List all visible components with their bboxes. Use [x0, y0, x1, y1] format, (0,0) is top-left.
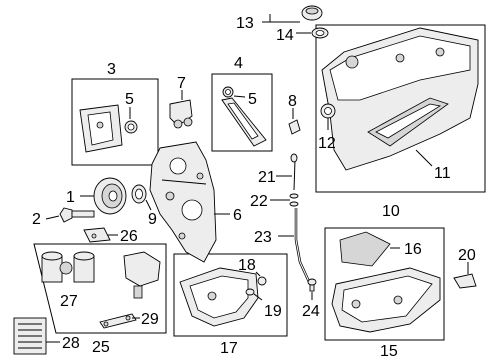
callout-2: 2	[32, 211, 41, 228]
gasket-19-part[interactable]	[245, 288, 255, 296]
oil-cap-part[interactable]	[301, 5, 323, 21]
callout-19: 19	[264, 303, 282, 320]
box-group-10	[315, 24, 486, 193]
callout-27: 27	[60, 293, 78, 310]
callout-4: 4	[234, 55, 243, 72]
callout-23: 23	[254, 229, 272, 246]
tensioner-part[interactable]	[169, 99, 193, 129]
upper-oil-pan-part[interactable]	[331, 267, 441, 333]
callout-1: 1	[66, 189, 75, 206]
plate-26-part[interactable]	[83, 227, 111, 243]
callout-22: 22	[250, 193, 268, 210]
box-group-15	[324, 227, 445, 341]
oil-seal-12-part[interactable]	[320, 103, 336, 119]
callout-20: 20	[458, 247, 476, 264]
box-group-3	[71, 78, 159, 166]
callout-17: 17	[220, 340, 238, 357]
bracket-gasket-part[interactable]	[221, 97, 267, 147]
filter-element-part[interactable]	[41, 251, 95, 283]
callout-8: 8	[288, 93, 297, 110]
dipstick-part[interactable]	[290, 153, 298, 191]
dipstick-tube-part[interactable]	[294, 208, 312, 285]
callout-7: 7	[177, 75, 186, 92]
front-seal-part[interactable]	[131, 184, 147, 204]
callout-14: 14	[276, 27, 294, 44]
timing-cover-part[interactable]	[149, 141, 217, 263]
callout-18: 18	[238, 257, 256, 274]
callout-11: 11	[434, 165, 451, 182]
cap-seal-part[interactable]	[311, 27, 329, 39]
oil-cooler-part[interactable]	[13, 317, 47, 355]
callout-24: 24	[302, 303, 320, 320]
callout-5a: 5	[125, 91, 134, 108]
callout-9: 9	[148, 211, 157, 228]
filter-housing-part[interactable]	[123, 251, 161, 299]
baffle-plate-part[interactable]	[339, 231, 391, 267]
callout-28: 28	[62, 335, 80, 352]
dipstick-seals-part[interactable]	[289, 193, 299, 207]
callout-3: 3	[107, 61, 116, 78]
callout-15: 15	[380, 343, 398, 360]
box-group-17	[173, 253, 288, 337]
valve-cover-part[interactable]	[321, 27, 479, 171]
front-gasket-part[interactable]	[79, 104, 123, 153]
seal-ring-5b-part[interactable]	[222, 86, 234, 98]
lower-oil-pan-part[interactable]	[179, 267, 259, 327]
seal-ring-5a-part[interactable]	[124, 120, 138, 134]
crank-pulley-part[interactable]	[93, 177, 127, 215]
box-group-4	[211, 73, 273, 152]
callout-12: 12	[318, 135, 336, 152]
box-group-25	[33, 243, 167, 334]
callout-5b: 5	[248, 91, 257, 108]
bracket-20-part[interactable]	[453, 273, 477, 289]
callout-6: 6	[233, 207, 242, 224]
callout-29: 29	[141, 311, 159, 328]
clamp-29-part[interactable]	[99, 313, 137, 329]
callout-25: 25	[92, 339, 110, 356]
callout-16: 16	[404, 241, 422, 258]
drain-plug-24-part[interactable]	[307, 278, 317, 292]
drain-plug-18-part[interactable]	[257, 276, 267, 286]
callout-10: 10	[382, 203, 400, 220]
callout-21: 21	[258, 169, 276, 186]
pulley-bolt-part[interactable]	[59, 207, 95, 223]
valve-cover-gasket-part[interactable]	[367, 97, 449, 147]
callout-26: 26	[120, 228, 138, 245]
sensor-8-part[interactable]	[288, 119, 301, 135]
callout-13: 13	[236, 15, 254, 32]
